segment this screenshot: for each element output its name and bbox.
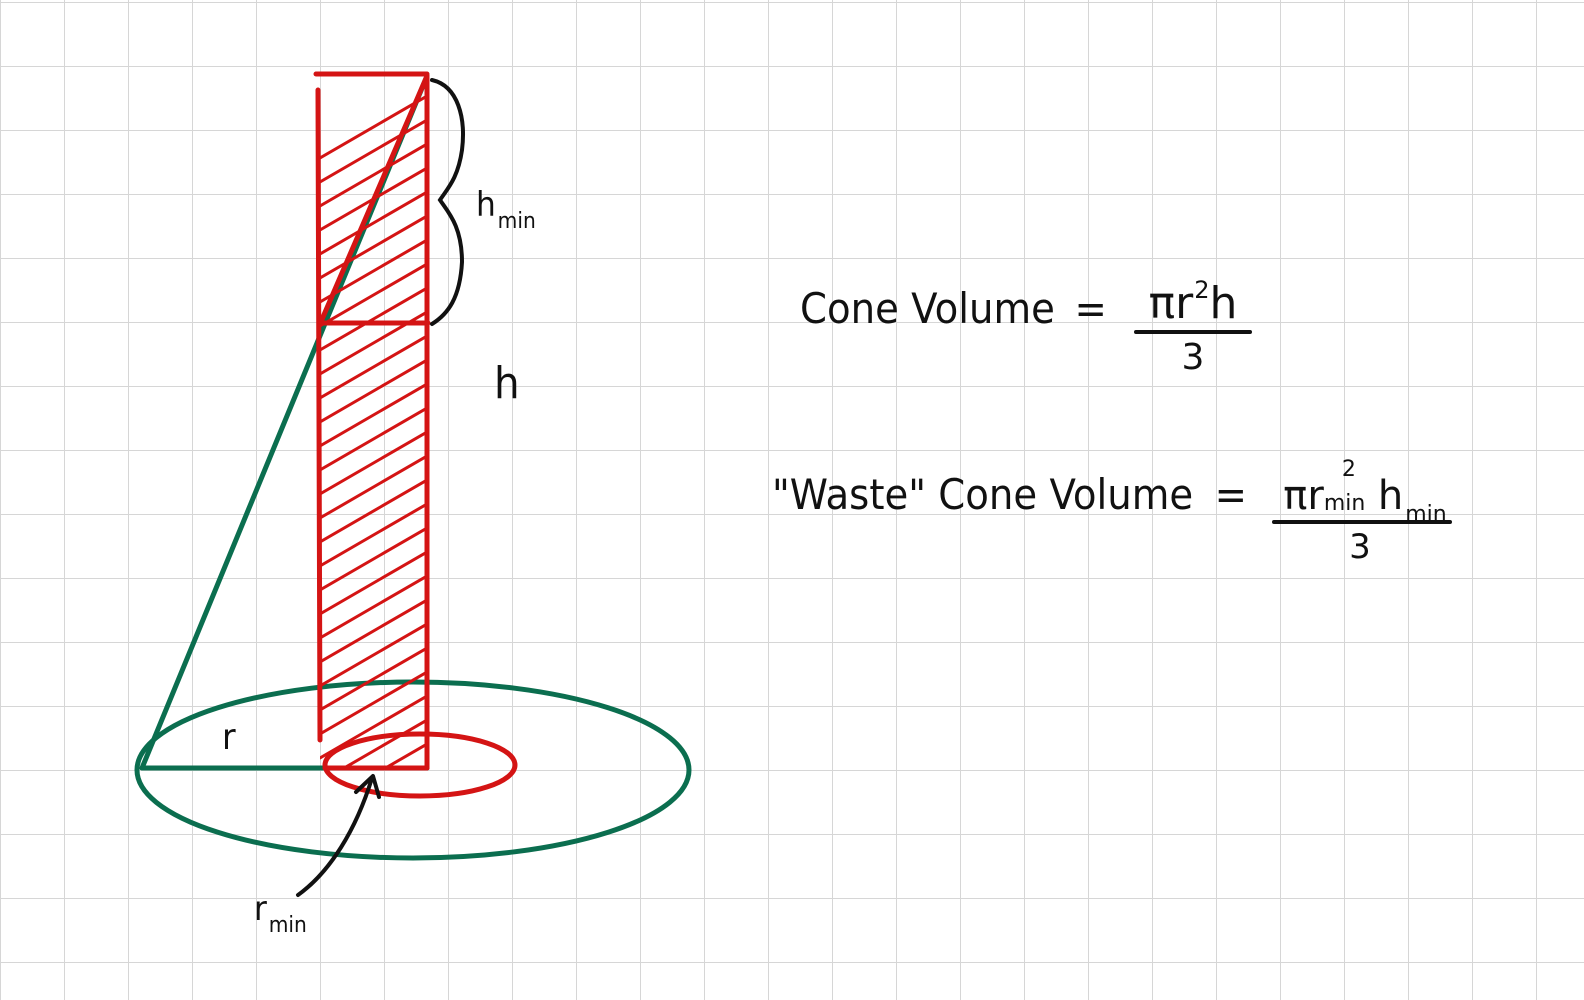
hatch-line xyxy=(320,262,426,328)
waste-volume-fraction: πr 2 min hmin 3 xyxy=(1258,459,1472,564)
waste-r: r xyxy=(1307,473,1324,519)
label-r-text: r xyxy=(222,717,236,758)
cone-volume-fraction: πr2h 3 xyxy=(1134,278,1252,378)
hatch-line xyxy=(320,670,426,736)
cone-r-exponent: 2 xyxy=(1194,276,1210,304)
hatch-line xyxy=(320,478,426,544)
hatch-line xyxy=(386,742,426,766)
hatch-line xyxy=(320,214,426,280)
outer-cone-base xyxy=(134,679,692,861)
label-h-text: h xyxy=(494,358,520,409)
hatch-line xyxy=(320,334,426,400)
waste-cone-slant xyxy=(317,73,430,327)
cone-volume-numerator: πr2h xyxy=(1134,278,1252,326)
cone-h: h xyxy=(1209,278,1238,329)
waste-h: h xyxy=(1377,473,1404,519)
waste-volume-label: "Waste" Cone Volume = xyxy=(772,474,1247,516)
waste-h-sub: min xyxy=(1405,502,1447,527)
cone-fraction-bar xyxy=(1134,330,1252,334)
hatch-line xyxy=(320,622,426,688)
label-h: h xyxy=(494,362,520,406)
hatch-line xyxy=(320,502,426,568)
hatch-line xyxy=(320,598,426,664)
hatch-line xyxy=(320,454,426,520)
label-r-min: rmin xyxy=(254,889,307,937)
cone-r: r xyxy=(1175,278,1194,329)
hatch-line xyxy=(320,358,426,424)
hatch-line xyxy=(320,94,426,160)
waste-denominator: 3 xyxy=(1349,527,1371,567)
column-left-edge xyxy=(315,87,323,743)
label-h-min: hmin xyxy=(476,185,536,233)
hatch-line xyxy=(320,646,426,712)
cone-volume-text: Cone Volume xyxy=(800,284,1055,333)
hatch-line xyxy=(344,718,426,766)
label-h-min-sub: min xyxy=(497,209,536,234)
label-r: r xyxy=(222,720,236,756)
waste-fraction-bar xyxy=(1272,520,1452,524)
hatch-line xyxy=(320,118,426,184)
hatch-line xyxy=(320,574,426,640)
label-r-min-base: r xyxy=(254,889,267,929)
waste-volume-text: "Waste" Cone Volume xyxy=(772,470,1194,519)
hatch-line xyxy=(320,526,426,592)
hatch-line xyxy=(320,406,426,472)
hatch-line xyxy=(320,430,426,496)
hatch-line xyxy=(320,382,426,448)
pi-symbol: π xyxy=(1148,278,1176,329)
hatch-line xyxy=(320,190,426,256)
cone-volume-label: Cone Volume = xyxy=(800,288,1107,330)
waste-volume-equals: = xyxy=(1214,470,1248,519)
waste-r-scripts: 2 min xyxy=(1324,459,1370,515)
hatch-line xyxy=(320,238,426,304)
waste-r-exponent: 2 xyxy=(1341,457,1356,482)
r-min-arrow xyxy=(296,776,374,897)
label-h-min-base: h xyxy=(476,185,496,225)
label-r-min-sub: min xyxy=(268,913,307,938)
cone-volume-equals: = xyxy=(1074,284,1107,333)
waste-volume-numerator: πr 2 min hmin xyxy=(1258,459,1472,526)
h-min-brace xyxy=(430,78,465,326)
inner-circle-base xyxy=(322,731,518,799)
hatch-line xyxy=(320,142,426,208)
pi-symbol-waste: π xyxy=(1283,473,1308,519)
cone-denominator: 3 xyxy=(1181,337,1205,378)
hatch-line xyxy=(320,286,426,352)
hatch-line xyxy=(320,550,426,616)
waste-r-sub: min xyxy=(1323,491,1366,516)
r-min-arrowhead xyxy=(354,774,381,799)
